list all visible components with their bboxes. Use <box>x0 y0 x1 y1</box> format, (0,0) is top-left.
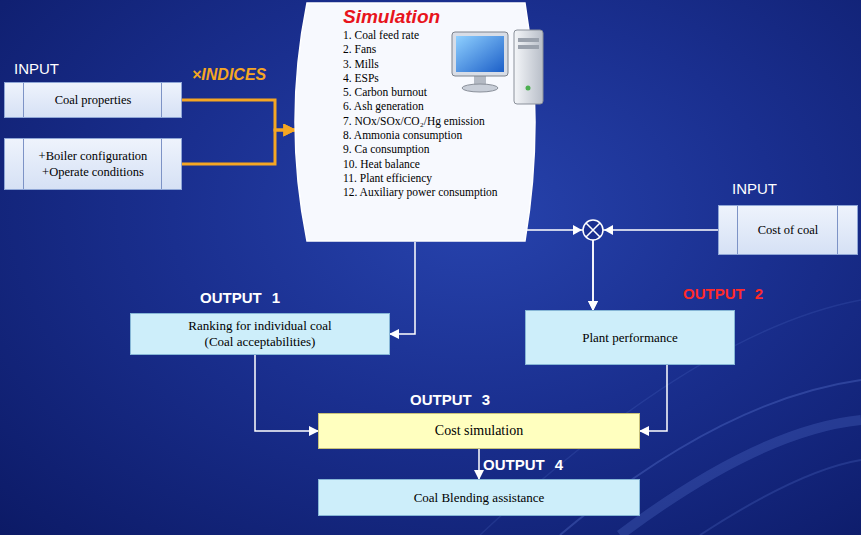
input-box: +Boiler configuration+Operate conditions <box>4 138 182 190</box>
multiply-cross <box>586 223 600 237</box>
output-box: Coal Blending assistance <box>318 479 640 516</box>
scroll-shape <box>295 3 535 241</box>
list-item: 7. NOx/SOx/CO₂/Hg emission <box>343 114 485 128</box>
connector-arrow <box>527 230 593 310</box>
monitor-base <box>462 84 498 92</box>
list-item: 10. Heat balance <box>343 157 420 171</box>
list-item: 2. Fans <box>343 42 376 56</box>
list-item: 3. Mills <box>343 57 379 71</box>
input-label: INPUT <box>14 60 59 77</box>
computer-tower <box>514 30 543 104</box>
box-text: Plant performance <box>582 330 678 346</box>
connector-arrow <box>478 449 480 479</box>
connector-arrow <box>390 242 415 334</box>
input-box: Coal properties <box>4 82 182 118</box>
list-item: 4. ESPs <box>343 71 379 85</box>
list-item: 1. Coal feed rate <box>343 28 419 42</box>
output-label: OUTPUT 4 <box>483 456 563 473</box>
box-text: Cost of coal <box>758 222 818 238</box>
drive-slot <box>518 38 539 42</box>
connector-arrow <box>182 100 295 130</box>
connector-arrow <box>182 130 295 164</box>
list-item: 5. Carbon burnout <box>343 85 427 99</box>
indices-label: ×INDICES <box>192 66 266 84</box>
list-item: 9. Ca consumption <box>343 142 430 156</box>
document-heading: Simulation <box>343 6 440 28</box>
box-text: +Operate conditions <box>42 164 144 180</box>
list-item: 8. Ammonia consumption <box>343 128 462 142</box>
output-label: OUTPUT 1 <box>200 289 280 306</box>
output-label: OUTPUT 2 <box>683 285 763 302</box>
output-box: Cost simulation <box>318 413 640 449</box>
multiply-circle <box>583 220 603 240</box>
decor-arc <box>620 420 861 535</box>
list-item: 6. Ash generation <box>343 99 424 113</box>
arrowhead <box>604 225 613 235</box>
connector-arrow <box>640 365 667 431</box>
box-text: Coal Blending assistance <box>414 490 545 506</box>
output-box: Ranking for individual coal (Coal accept… <box>130 313 390 355</box>
output-box: Plant performance <box>525 310 735 365</box>
monitor-frame <box>452 32 508 76</box>
box-text: +Boiler configuration <box>39 148 148 164</box>
input-box: Cost of coal <box>718 205 858 255</box>
power-light <box>526 86 531 91</box>
list-item: 12. Auxiliary power consumption <box>343 185 498 199</box>
connector-arrow <box>255 355 318 431</box>
decor-arc <box>700 460 861 535</box>
box-text: Ranking for individual coal (Coal accept… <box>173 318 348 350</box>
computer-icon <box>450 28 545 108</box>
list-item: 11. Plant efficiency <box>343 171 432 185</box>
box-text: Cost simulation <box>435 423 523 439</box>
output-label: OUTPUT 3 <box>410 391 490 408</box>
box-text: Coal properties <box>55 92 132 108</box>
input-label: INPUT <box>732 180 777 197</box>
drive-slot <box>518 45 539 49</box>
monitor-screen <box>456 36 504 72</box>
arrowhead <box>573 225 582 235</box>
